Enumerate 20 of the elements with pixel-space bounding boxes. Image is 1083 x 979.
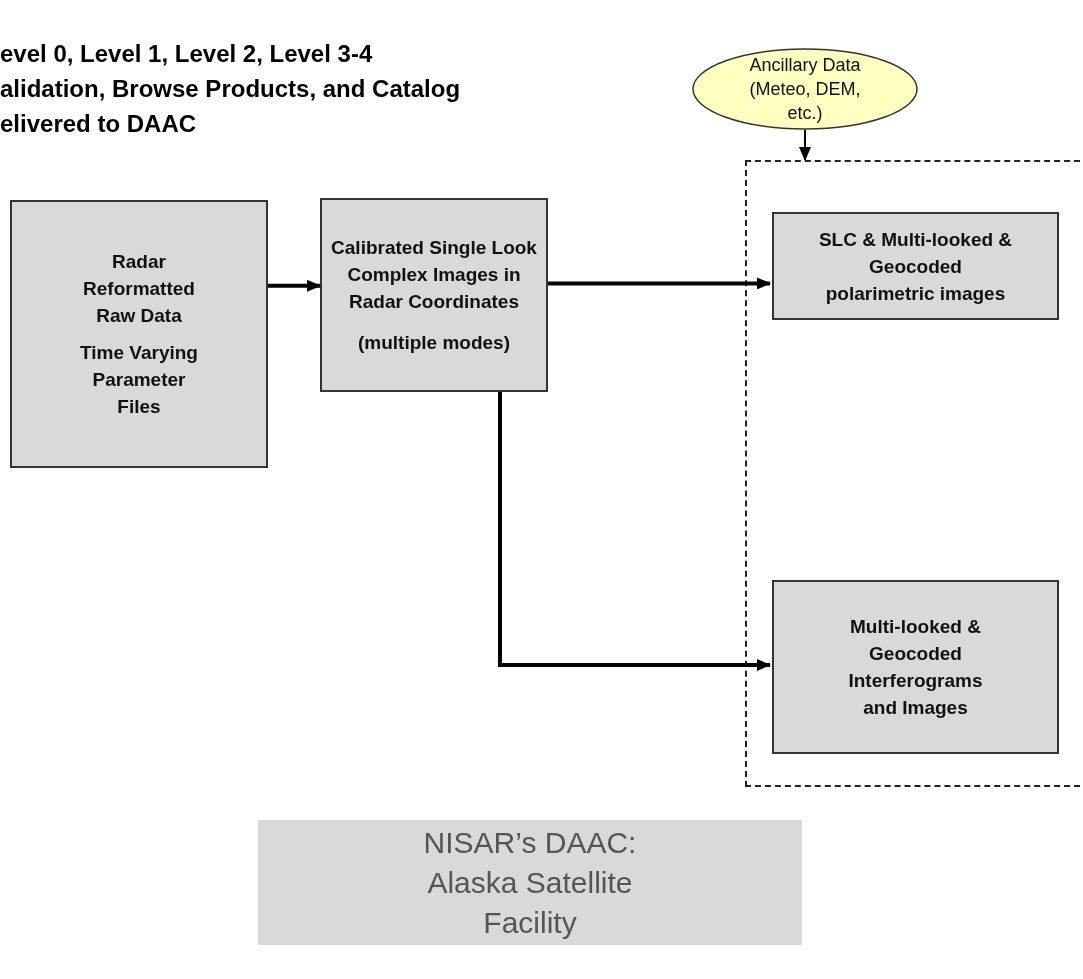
arrow [268, 279, 321, 292]
arrow [799, 129, 811, 161]
process-box [10, 200, 268, 468]
node-text: Ancillary Data (Meteo, DEM, etc.) [748, 54, 862, 125]
node-text: Time Varying Parameter Files [79, 341, 199, 419]
process-box [772, 212, 1059, 320]
process-box [320, 198, 548, 392]
title: evel 0, Level 1, Level 2, Level 3-4 alidation, Browse Products, and Catalog elivered to DAAC [0, 39, 462, 139]
dashed-boundary [745, 160, 1083, 787]
node-text: SLC & Multi-looked & Geocoded polarimetric images [817, 227, 1014, 306]
arrow [498, 392, 771, 671]
input-ellipse [692, 48, 918, 130]
node-text: Radar Reformatted Raw Data [82, 250, 196, 328]
process-box [772, 580, 1059, 754]
node-text: Multi-looked & Geocoded Interferograms and Images [847, 615, 984, 720]
node-text: Calibrated Single Look Complex Images in Radar Coordinates [330, 236, 538, 314]
facility-banner [258, 820, 802, 945]
node-text: NISAR’s DAAC: Alaska Satellite Facility [422, 824, 638, 941]
node-text: (multiple modes) [358, 331, 510, 355]
arrow [548, 277, 771, 290]
